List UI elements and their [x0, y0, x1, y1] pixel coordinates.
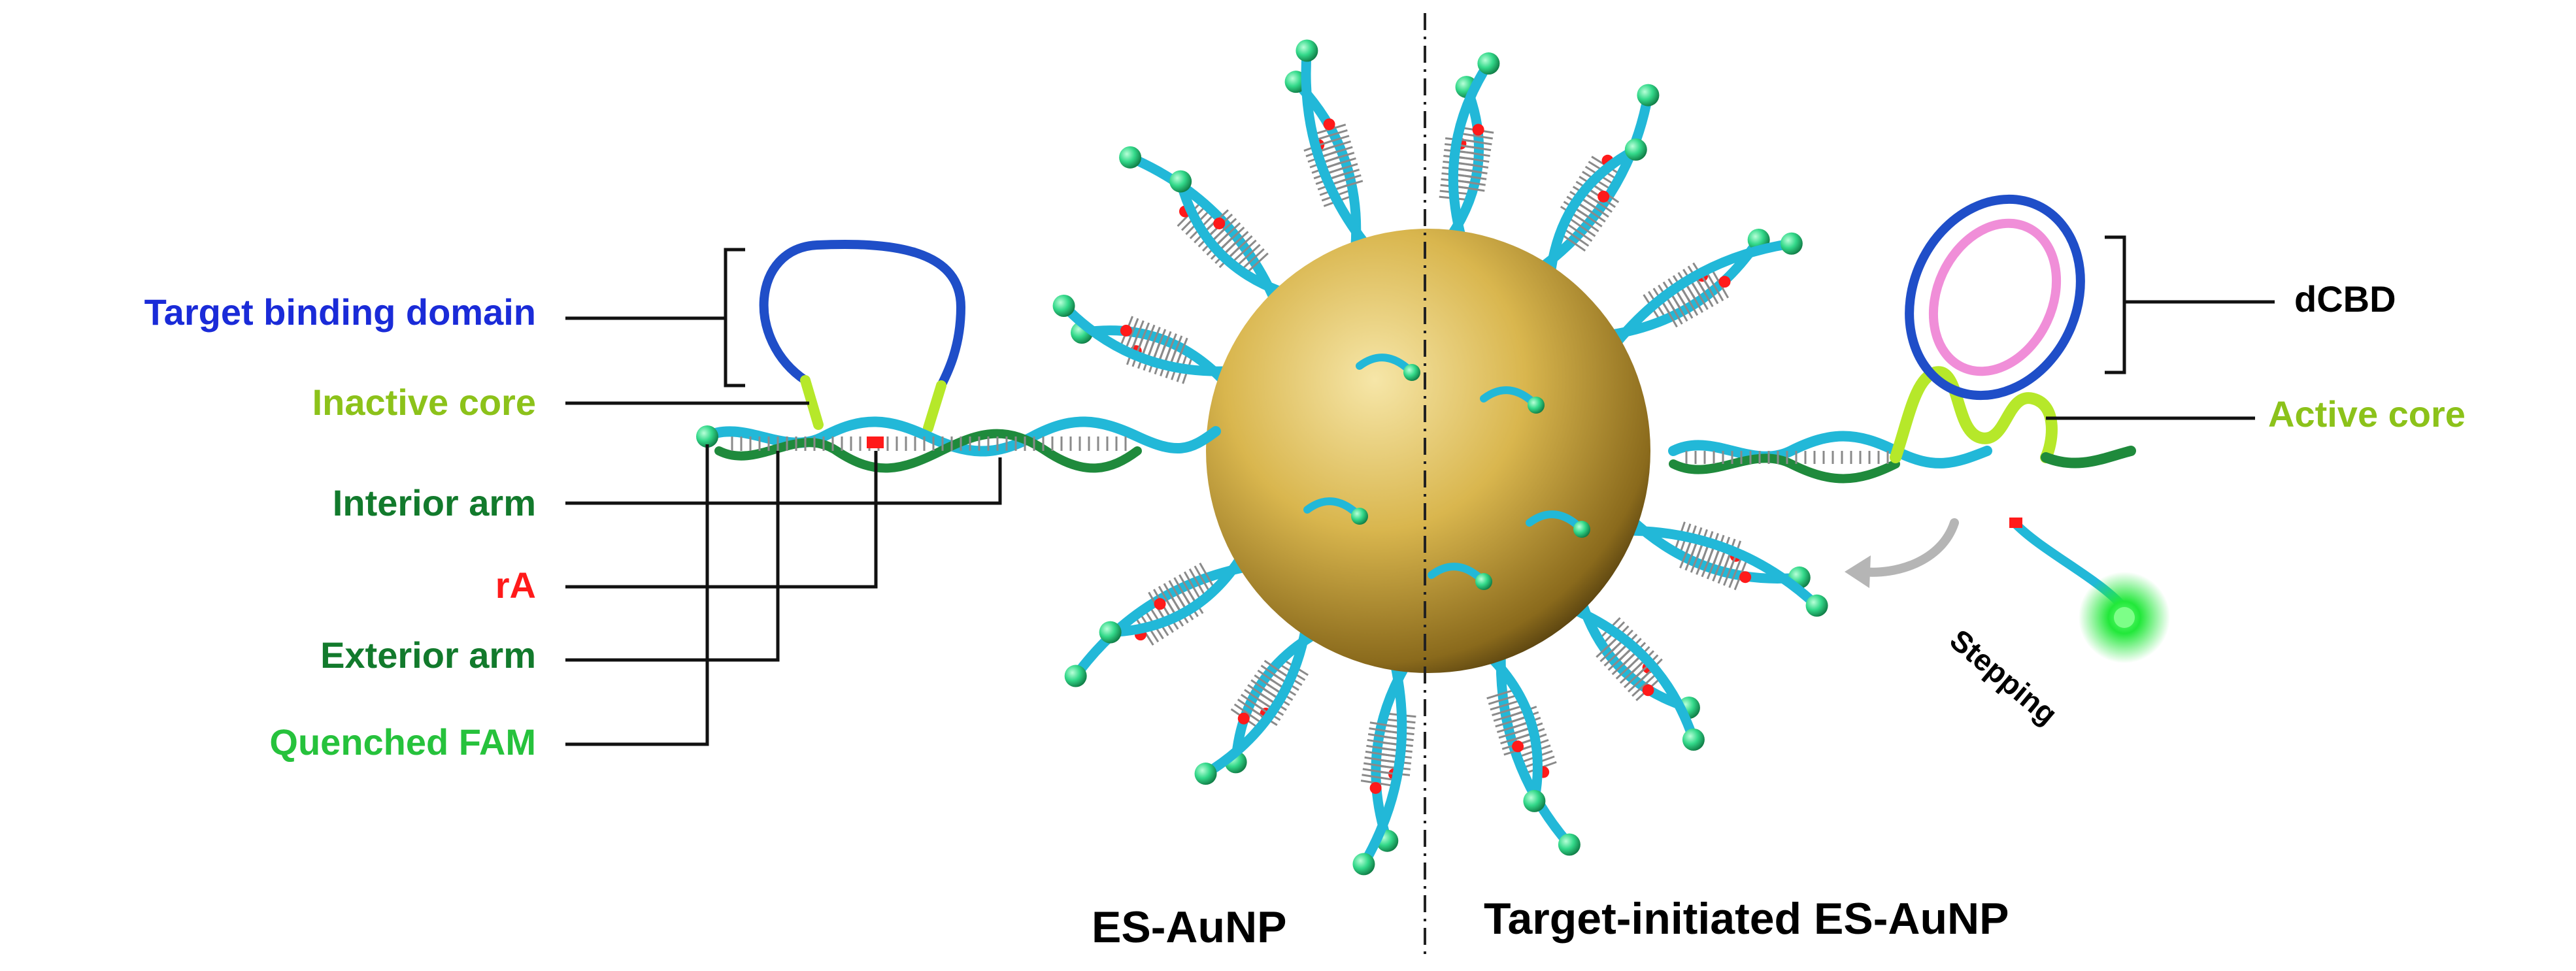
surface-dnazyme-strand: [1569, 604, 1705, 751]
active-core-segment: [1890, 366, 2058, 463]
dcbd-pink-loop: [1928, 218, 2062, 376]
inactive-core-left-segment: [800, 375, 824, 430]
stepping-arrow: [1858, 518, 1959, 577]
label-exterior-arm: Exterior arm: [320, 634, 536, 676]
label-target-binding-domain: Target binding domain: [144, 291, 536, 333]
label-active-core: Active core: [2268, 393, 2466, 435]
label-interior-arm: Interior arm: [332, 482, 536, 523]
surface-dnazyme-strand: [1526, 510, 1590, 538]
surface-dnazyme-strand: [1624, 525, 1828, 617]
dna-strands-back: [1052, 39, 1828, 876]
ra-site: [867, 436, 884, 448]
detailed-dnazyme-left: [696, 239, 1221, 473]
surface-dnazyme-strand: [1352, 659, 1407, 876]
left-leader-lines: [565, 248, 1002, 746]
surface-dnazyme-strand: [1356, 354, 1420, 381]
surface-dnazyme-strand: [1480, 386, 1545, 414]
quenched-fam-ball: [696, 425, 718, 448]
dna-strands-front: [1303, 354, 1590, 590]
inactive-core-right-segment: [923, 380, 946, 433]
surface-dnazyme-strand: [1296, 39, 1371, 250]
surface-dnazyme-strand: [1194, 623, 1311, 785]
label-quenched-fam: Quenched FAM: [269, 721, 536, 763]
label-dcbd: dCBD: [2294, 278, 2396, 320]
surface-dnazyme-strand: [1448, 52, 1500, 243]
surface-dnazyme-strand: [1052, 295, 1233, 376]
surface-dnazyme-strand: [1169, 170, 1288, 297]
label-ra: rA: [495, 565, 536, 606]
surface-dnazyme-strand: [1303, 497, 1368, 525]
right-leader-lines: [2046, 235, 2275, 420]
gold-nanoparticle: [1206, 229, 1650, 673]
label-inactive-core: Inactive core: [312, 382, 536, 423]
surface-dnazyme-strand: [1545, 138, 1647, 278]
surface-dnazyme-strand: [1099, 553, 1246, 644]
dcbd-blue-loop: [1905, 194, 2085, 401]
label-target-initiated-es-aunp: Target-initiated ES-AuNP: [1484, 894, 2009, 944]
detailed-dnazyme-right: [1668, 194, 2170, 663]
surface-dnazyme-strand: [1428, 563, 1492, 590]
target-binding-loop: [759, 239, 966, 390]
surface-dnazyme-strand: [1486, 652, 1546, 812]
label-es-aunp: ES-AuNP: [1092, 902, 1287, 952]
surface-dnazyme-strand: [1611, 232, 1803, 349]
